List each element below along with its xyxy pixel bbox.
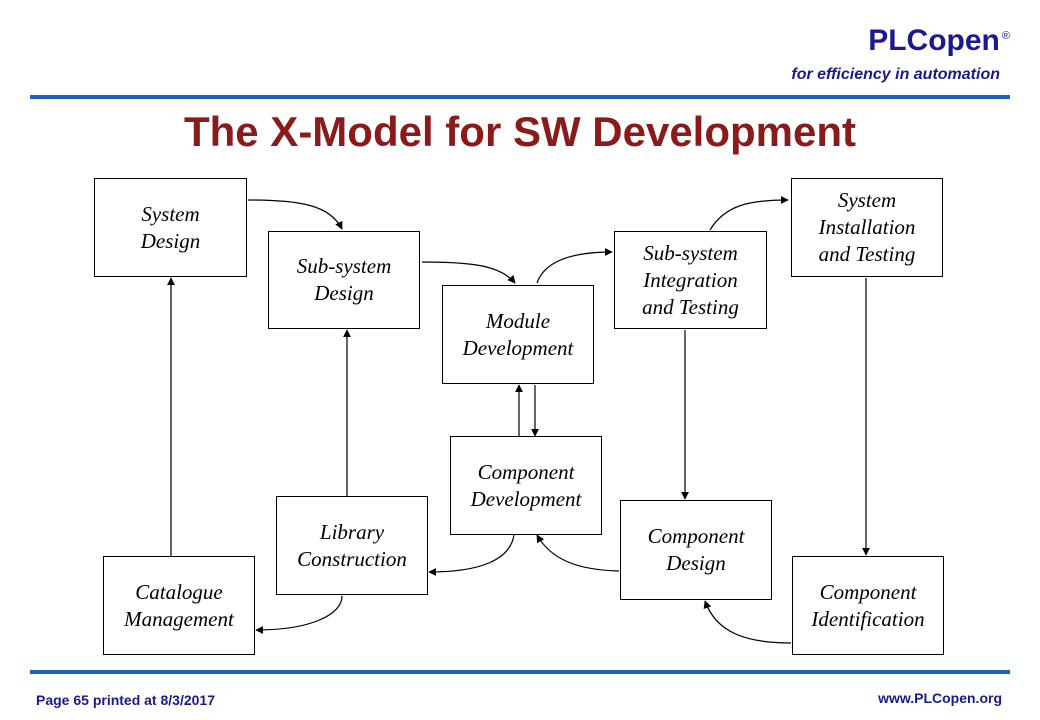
box-catalogue-management: Catalogue Management — [103, 556, 255, 655]
footer-divider — [30, 670, 1010, 674]
box-module-development: Module Development — [442, 285, 594, 384]
page-info: Page 65 printed at 8/3/2017 — [36, 692, 215, 708]
box-subsystem-design: Sub-system Design — [268, 231, 420, 329]
box-system-design: System Design — [94, 178, 247, 277]
box-component-design: Component Design — [620, 500, 772, 600]
arrow-system-to-subsystem-design — [247, 199, 343, 230]
arrow-component-design-to-component-dev — [536, 534, 620, 572]
box-component-development: Component Development — [450, 436, 602, 535]
arrow-integration-to-installation — [709, 196, 789, 231]
box-subsystem-integration: Sub-system Integration and Testing — [614, 231, 767, 329]
box-component-identification: Component Identification — [792, 556, 944, 655]
box-library-construction: Library Construction — [276, 496, 428, 595]
header-divider — [30, 95, 1010, 99]
slide-title: The X-Model for SW Development — [183, 108, 857, 155]
arrow-library-to-catalogue — [255, 595, 343, 634]
arrow-component-dev-to-library — [428, 534, 515, 576]
brand-logo: PLCopen® — [868, 24, 1010, 58]
brand-tagline: for efficiency in automation — [791, 66, 1000, 83]
arrow-module-to-integration — [536, 248, 613, 284]
registered-mark: ® — [1001, 30, 1010, 42]
box-system-installation: System Installation and Testing — [791, 178, 943, 277]
arrow-subsystem-to-module — [421, 261, 516, 284]
brand-name: PLCopen — [868, 24, 1000, 57]
arrow-identification-to-component-design — [703, 600, 792, 644]
website-link[interactable]: www.PLCopen.org — [878, 690, 1002, 706]
